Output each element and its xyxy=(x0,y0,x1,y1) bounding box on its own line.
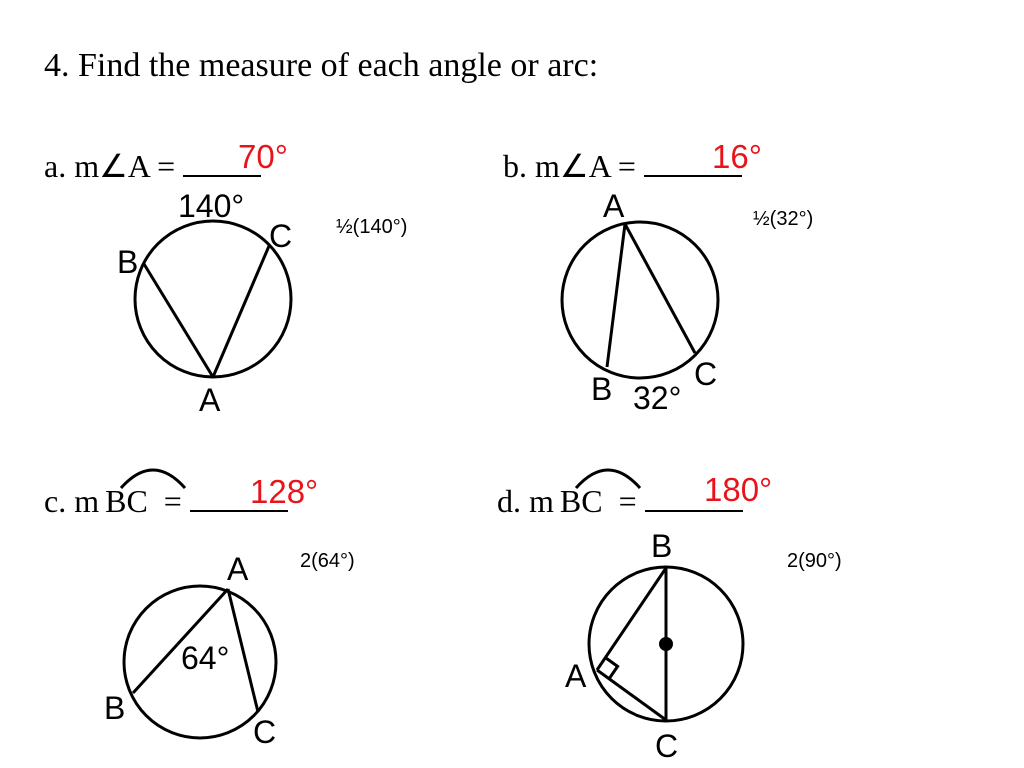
problem-a-blank xyxy=(183,145,262,177)
point-a-a: A xyxy=(199,382,221,418)
problem-title: 4. Find the measure of each angle or arc… xyxy=(44,47,599,84)
point-b-c: B xyxy=(104,690,126,726)
problem-c-arc-name: BC xyxy=(105,483,148,519)
chord-ab-c xyxy=(131,587,230,695)
point-c-a: C xyxy=(269,218,293,254)
arc-symbol-d xyxy=(574,468,642,489)
point-a-b: A xyxy=(603,188,625,224)
problem-a-work: ½(140°) xyxy=(336,216,408,238)
chord-ab-b xyxy=(605,223,627,368)
problem-d-blank xyxy=(644,480,743,512)
arc-symbol-c xyxy=(119,468,187,489)
figure-d xyxy=(587,565,745,723)
circle-b xyxy=(560,220,720,380)
problem-d-answer: 180° xyxy=(704,471,773,508)
problem-a-prompt: a. m∠A = xyxy=(44,145,262,185)
figure-b xyxy=(560,220,720,380)
problem-a-answer: 70° xyxy=(238,138,288,175)
circle-d xyxy=(587,565,745,723)
point-a-c: A xyxy=(227,551,249,587)
arc-label-b: 32° xyxy=(633,380,682,416)
problem-d-prefix: d. m xyxy=(497,483,554,519)
point-b-d: B xyxy=(651,528,673,564)
center-dot xyxy=(659,637,673,651)
angle-label-c: 64° xyxy=(181,640,230,676)
problem-b-answer: 16° xyxy=(712,138,762,175)
problem-c-work: 2(64°) xyxy=(300,550,355,572)
chord-ab-d xyxy=(595,567,668,671)
chord-ab-a xyxy=(142,263,215,378)
point-c-c: C xyxy=(253,714,277,750)
chord-ac-a xyxy=(211,245,271,378)
arc-label-a: 140° xyxy=(178,188,245,224)
chord-ac-d xyxy=(596,668,667,722)
circle-a xyxy=(133,219,293,379)
point-b-b: B xyxy=(591,371,613,407)
point-a-d: A xyxy=(565,658,587,694)
problem-a-prefix: a. m∠A = xyxy=(44,148,184,184)
figure-c xyxy=(122,584,278,740)
point-b-a: B xyxy=(117,244,139,280)
problem-b-blank xyxy=(643,145,742,177)
problem-b-work: ½(32°) xyxy=(753,208,814,230)
problem-b-prefix: b. m∠A = xyxy=(503,148,644,184)
chord-ac-c xyxy=(226,588,260,713)
problem-b-prompt: b. m∠A = xyxy=(503,145,742,185)
chord-ac-b xyxy=(623,223,697,354)
problem-c-equals: = xyxy=(147,483,190,519)
point-c-d: C xyxy=(655,728,679,764)
problem-d-arc-name: BC xyxy=(559,483,603,519)
problem-d-work: 2(90°) xyxy=(787,550,842,572)
problem-c-blank xyxy=(189,480,288,512)
point-c-b: C xyxy=(694,356,718,392)
circle-c xyxy=(122,584,278,740)
right-angle-mark xyxy=(604,656,620,680)
problem-c-answer: 128° xyxy=(250,473,319,510)
figure-a xyxy=(133,219,293,379)
problem-c-prefix: c. m xyxy=(44,483,100,519)
problem-d-equals: = xyxy=(602,483,645,519)
